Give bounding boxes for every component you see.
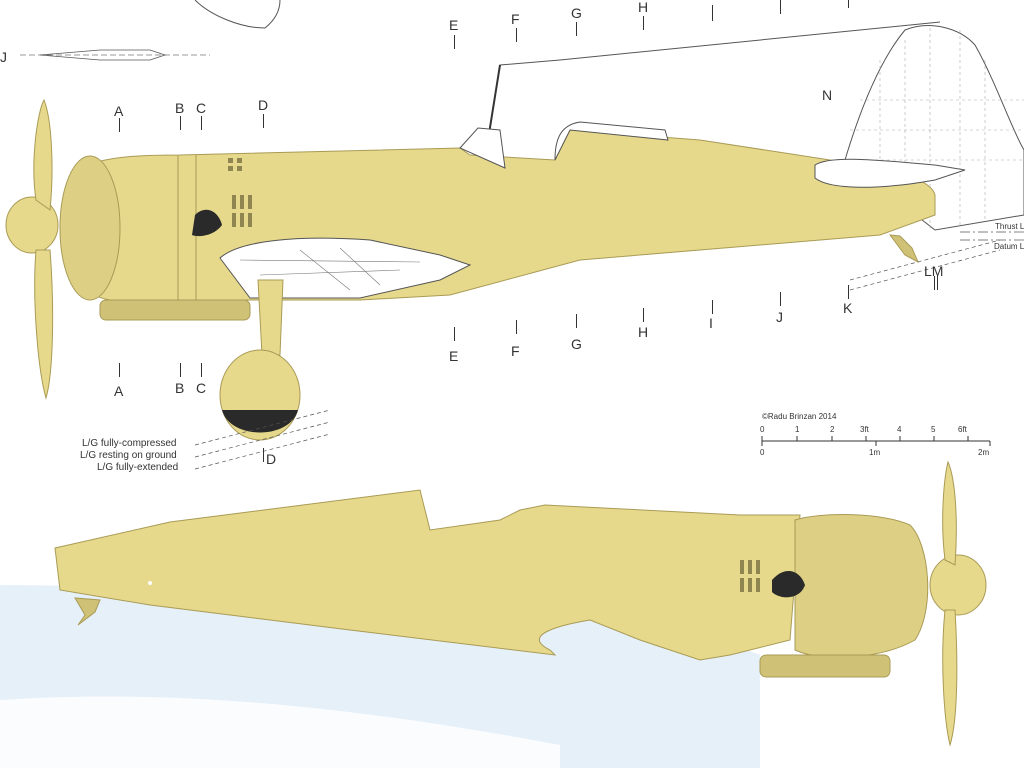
scale-tick-m: 1m	[869, 448, 881, 457]
scale-tick-ft: 0	[760, 425, 765, 434]
station-tick	[263, 448, 264, 462]
station-label-n: N	[822, 87, 833, 103]
lower-fuselage	[54, 489, 801, 661]
station-label: C	[196, 100, 207, 116]
lower-louvers	[740, 560, 760, 592]
station-tick	[516, 320, 517, 334]
station-label: A	[114, 383, 124, 399]
station-tick	[712, 300, 713, 314]
station-tick	[780, 0, 781, 14]
lower-intake	[759, 654, 891, 678]
station-tick	[263, 114, 264, 128]
station-tick	[937, 276, 938, 290]
tail-fin-grid	[845, 28, 1024, 228]
datum-line-label: Datum L	[994, 242, 1024, 251]
station-tick	[180, 363, 181, 377]
scale-tick-ft: 6ft	[958, 425, 967, 434]
station-tick	[180, 116, 181, 130]
wingtip-outline	[194, 0, 281, 29]
station-tick	[780, 292, 781, 306]
station-label: A	[114, 103, 124, 119]
station-label-j: J	[0, 49, 7, 65]
station-label: G	[571, 5, 582, 21]
station-tick	[201, 363, 202, 377]
station-label: G	[571, 336, 582, 352]
station-tick	[119, 363, 120, 377]
scale-tick-ft: 3ft	[860, 425, 869, 434]
gear-label-compressed: L/G fully-compressed	[82, 438, 177, 449]
station-tick	[934, 276, 935, 290]
small-plan-view	[20, 49, 210, 61]
sky-cloud	[0, 696, 560, 768]
station-label: B	[175, 100, 185, 116]
station-tick	[454, 327, 455, 341]
station-label: I	[709, 315, 713, 331]
thrust-line-label: Thrust Li	[995, 222, 1024, 231]
station-label: F	[511, 11, 520, 27]
gear-label-extended: L/G fully-extended	[97, 462, 179, 473]
lower-tail-gear	[74, 597, 101, 626]
station-tick	[119, 118, 120, 132]
station-tick	[516, 28, 517, 42]
scale-tick-ft: 1	[795, 425, 800, 434]
copyright: ©Radu Brinzan 2014	[762, 412, 837, 421]
station-label: E	[449, 17, 459, 33]
gear-label-resting: L/G resting on ground	[80, 450, 177, 461]
lower-exhaust	[772, 570, 805, 598]
station-label: H	[638, 0, 649, 15]
station-label: J	[776, 309, 783, 325]
station-label: B	[175, 380, 185, 396]
scale-tick-ft: 4	[897, 425, 902, 434]
station-label-d-gear: D	[266, 451, 277, 467]
tail-wheel	[888, 234, 920, 264]
station-tick	[576, 314, 577, 328]
scale-tick-m: 0	[760, 448, 765, 457]
upper-propeller	[5, 98, 59, 400]
main-gear-strut	[257, 279, 284, 356]
lower-cowl	[794, 514, 929, 658]
tire	[222, 410, 298, 433]
cowl-front	[59, 155, 121, 301]
station-label: H	[638, 324, 649, 340]
station-label: K	[843, 300, 853, 316]
station-label-lm: LM	[924, 263, 944, 279]
station-label: E	[449, 348, 459, 364]
scale-bar	[761, 436, 991, 446]
station-tick	[643, 308, 644, 322]
louvers	[228, 158, 252, 227]
scale-tick-ft: 5	[931, 425, 936, 434]
station-tick	[201, 116, 202, 130]
station-label: C	[196, 380, 207, 396]
belly-intake	[99, 299, 251, 321]
station-tick	[576, 22, 577, 36]
station-tick	[848, 285, 849, 299]
windscreen-frame	[459, 127, 506, 169]
station-tick	[848, 0, 849, 8]
station-tick	[643, 16, 644, 30]
station-label: F	[511, 343, 520, 359]
tailplane	[814, 158, 966, 188]
station-tick	[454, 35, 455, 49]
canopy	[554, 121, 669, 161]
lower-propeller	[929, 460, 987, 747]
station-tick	[712, 5, 713, 21]
exhaust	[192, 209, 222, 237]
scale-tick-ft: 2	[830, 425, 835, 434]
scale-tick-m: 2m	[978, 448, 990, 457]
station-label: D	[258, 97, 269, 113]
